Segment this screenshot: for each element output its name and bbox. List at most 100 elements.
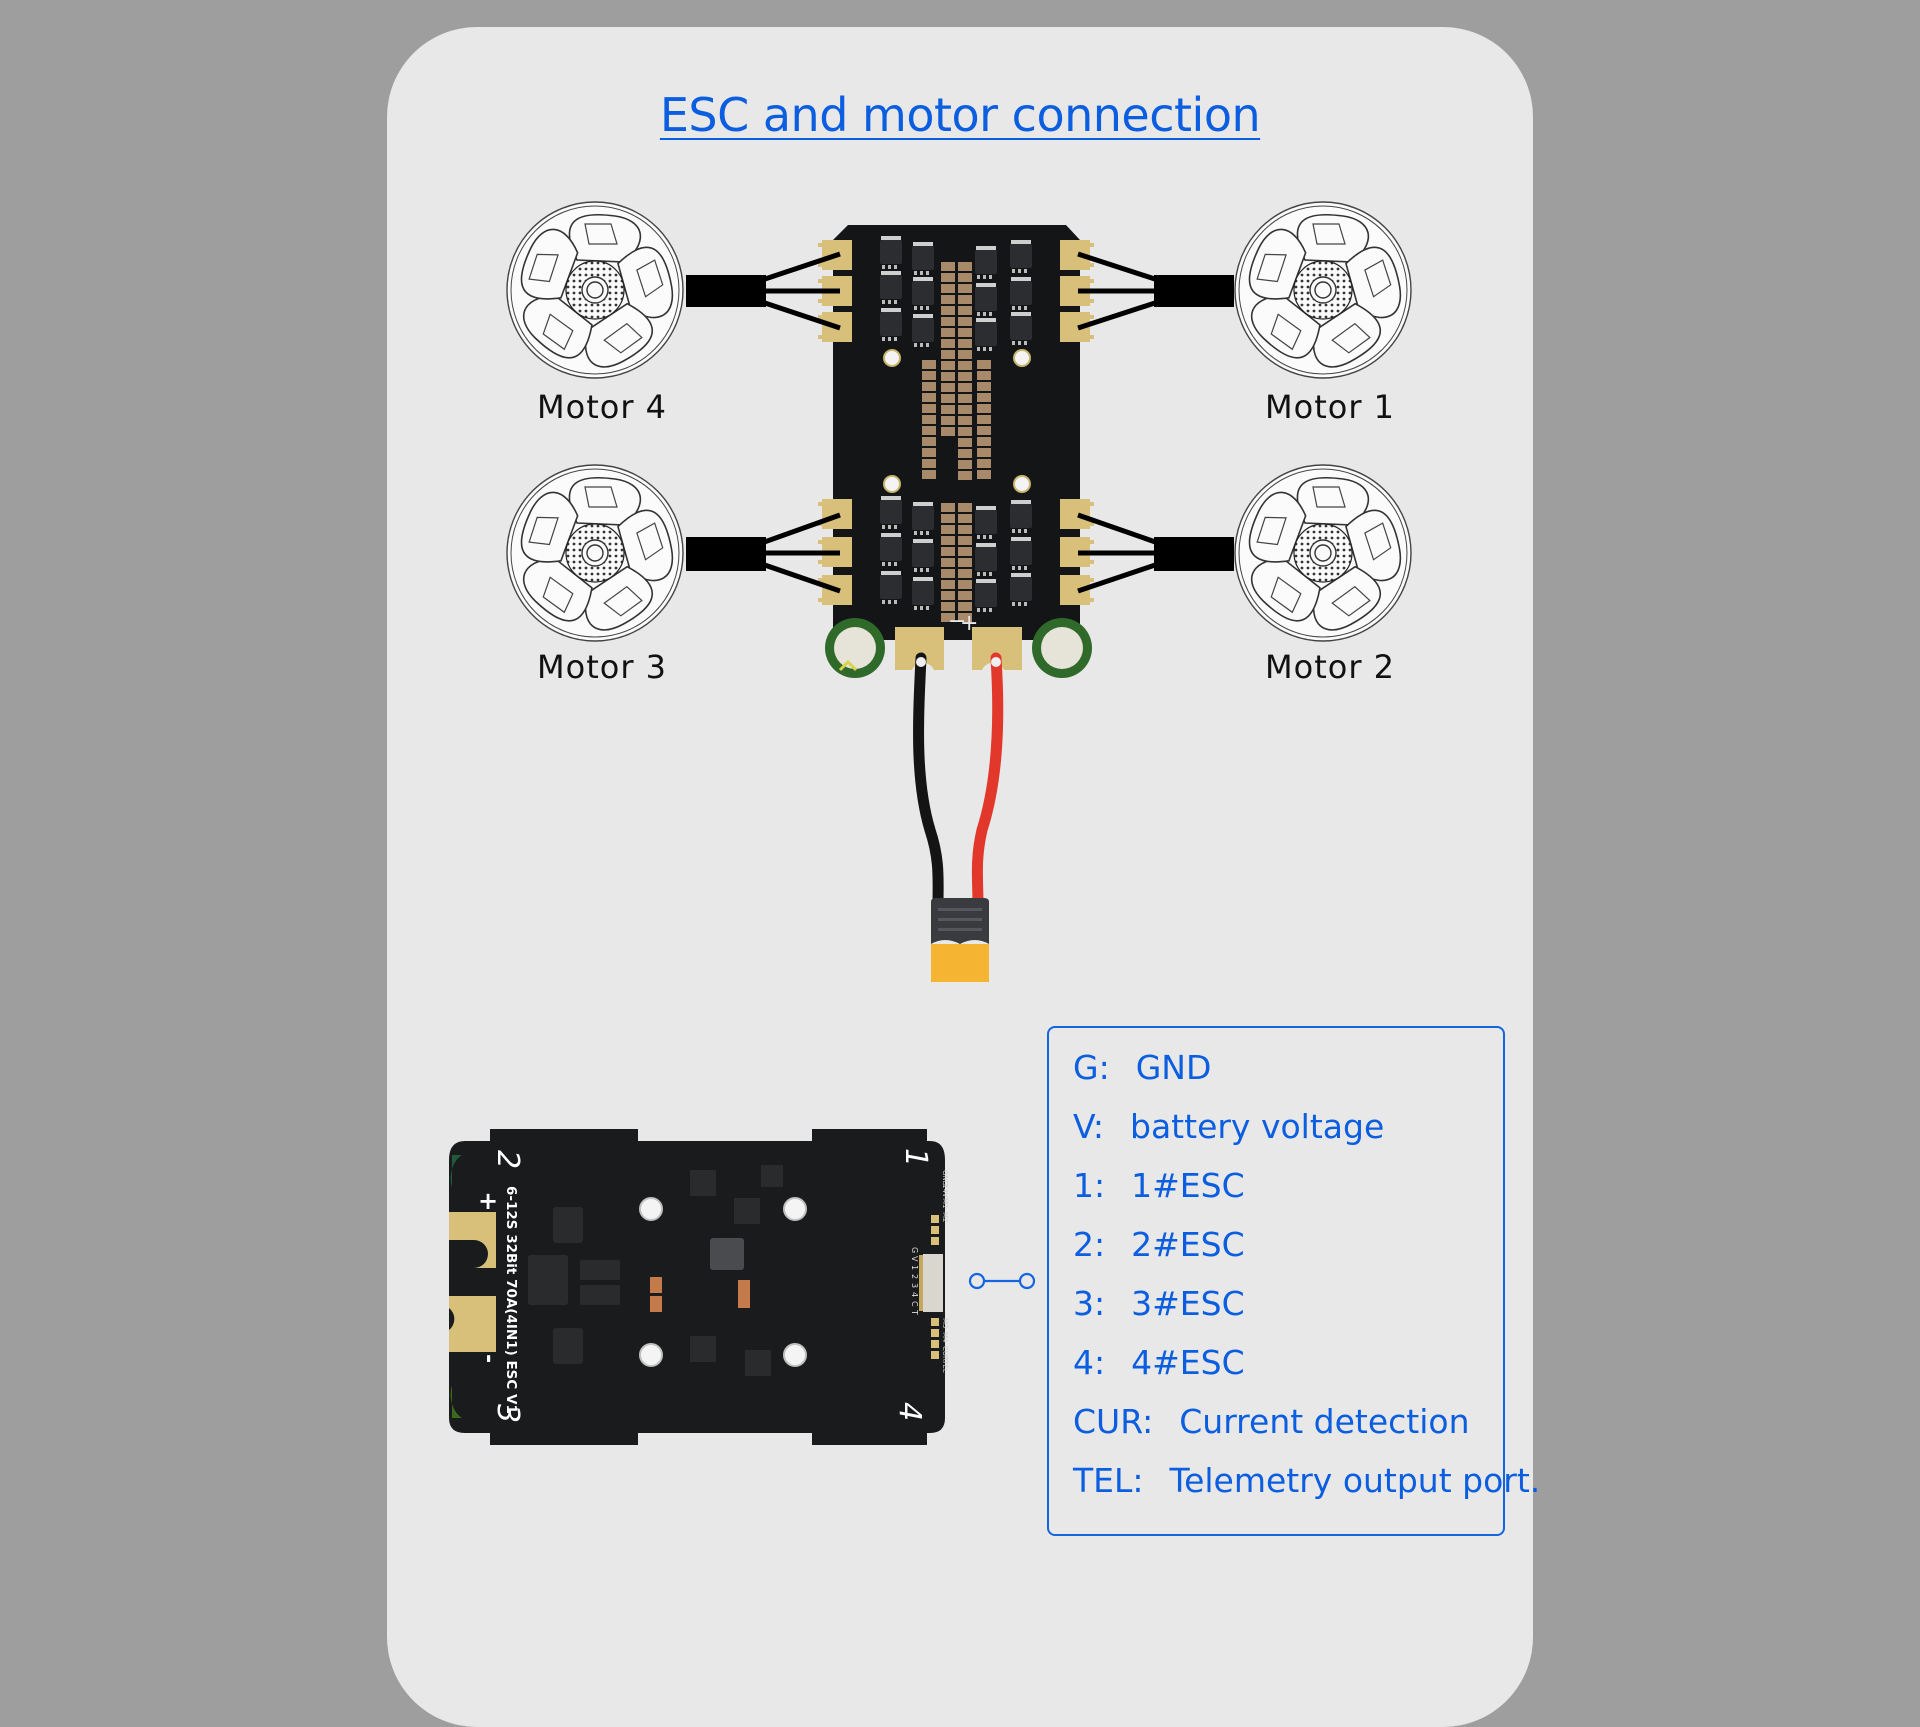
smd-capacitor [958, 602, 972, 611]
smd-capacitor [958, 306, 972, 315]
smd-capacitor [941, 602, 955, 611]
smd-capacitor [977, 404, 991, 413]
smd-capacitor [922, 448, 936, 457]
smd-capacitor [958, 471, 972, 480]
link-connector-icon [968, 1272, 1036, 1290]
corner-number-3: 3 [490, 1404, 525, 1423]
smd-capacitor [958, 405, 972, 414]
connector-pin-label: 3 [910, 1283, 919, 1288]
smd-capacitor [941, 262, 955, 271]
smd-capacitor [958, 569, 972, 578]
smd-capacitor [977, 426, 991, 435]
mounting-hole [1013, 349, 1031, 367]
connection-diagram: − + [449, 201, 1412, 1445]
connector-pin-label: 1 [910, 1265, 919, 1270]
motor-3-cable [686, 512, 841, 594]
smd-capacitor [958, 273, 972, 282]
smd-capacitor [958, 591, 972, 600]
esc-board-top-view: 1 2 3 4 6-12S 32Bit 70A(4IN1) ESC V1 + -… [449, 1129, 949, 1445]
smd-capacitor [941, 317, 955, 326]
xt60-connector-icon [931, 898, 989, 982]
legend-item: 2:2#ESC [1073, 1225, 1245, 1264]
corner-number-2: 2 [490, 1150, 525, 1169]
pad-label: GND [941, 1170, 949, 1186]
legend-item: 4:4#ESC [1073, 1343, 1245, 1382]
smd-capacitor [958, 394, 972, 403]
smd-capacitor [958, 525, 972, 534]
smd-capacitor [958, 438, 972, 447]
legend-item: TEL:Telemetry output port. [1073, 1461, 1541, 1500]
pad-label: TEL [941, 1359, 949, 1373]
smd-capacitor [941, 613, 955, 622]
smd-capacitor [941, 525, 955, 534]
pad-label: CUR [941, 1346, 949, 1361]
motor-3-label: Motor 3 [537, 648, 667, 686]
smd-capacitor [977, 393, 991, 402]
smd-capacitor [922, 360, 936, 369]
positive-power-pad [972, 627, 1022, 670]
smd-capacitor [958, 536, 972, 545]
connector-pin-label: T [910, 1309, 919, 1315]
smd-capacitor [941, 295, 955, 304]
esc-positive-pad [449, 1212, 496, 1268]
positive-label: + [960, 611, 978, 636]
smd-capacitor [977, 470, 991, 479]
negative-label: − [948, 609, 966, 634]
smd-capacitor [941, 350, 955, 359]
smd-capacitor [941, 339, 955, 348]
smd-capacitor [922, 426, 936, 435]
motor-2-cable [1077, 512, 1234, 594]
smd-capacitor [958, 328, 972, 337]
smd-capacitor [941, 273, 955, 282]
motor-4-cable [686, 251, 841, 331]
smd-capacitor [958, 460, 972, 469]
smd-capacitor [941, 306, 955, 315]
smd-capacitor [922, 459, 936, 468]
smd-capacitor [941, 514, 955, 523]
esc-positive-label: + [478, 1187, 498, 1215]
pin-legend-box: G:GND V:battery voltage 1:1#ESC 2:2#ESC … [1047, 1026, 1540, 1536]
smd-capacitor [922, 382, 936, 391]
smd-capacitor [922, 393, 936, 402]
smd-capacitor [941, 503, 955, 512]
smd-capacitor [922, 415, 936, 424]
smd-capacitor [958, 580, 972, 589]
smd-capacitor [977, 437, 991, 446]
smd-capacitor [977, 459, 991, 468]
esc-silkscreen-label: 6-12S 32Bit 70A(4IN1) ESC V1 [503, 1186, 519, 1414]
smd-capacitor [958, 350, 972, 359]
pad-label: M4 [941, 1332, 949, 1343]
mounting-hole [1013, 475, 1031, 493]
esc-signal-connector [923, 1254, 943, 1312]
page-title: ESC and motor connection [659, 88, 1261, 142]
smd-capacitor [958, 416, 972, 425]
smd-capacitor [922, 437, 936, 446]
motor-2-icon [1234, 464, 1412, 642]
pad-label: M2 [941, 1212, 949, 1223]
smd-capacitor [941, 372, 955, 381]
pad-label: M3 [941, 1318, 949, 1329]
smd-capacitor [977, 382, 991, 391]
corner-number-4: 4 [892, 1402, 927, 1421]
smd-capacitor [958, 339, 972, 348]
motor-4-label: Motor 4 [537, 388, 667, 426]
smd-capacitor [958, 284, 972, 293]
connector-pin-label: 4 [910, 1292, 919, 1297]
smd-capacitor [977, 415, 991, 424]
legend-item: V:battery voltage [1073, 1107, 1385, 1146]
motor-2-label: Motor 2 [1265, 648, 1395, 686]
smd-capacitor [958, 361, 972, 370]
connector-pin-label: 2 [910, 1274, 919, 1279]
legend-item: CUR:Current detection [1073, 1402, 1470, 1441]
smd-capacitor [941, 580, 955, 589]
motor-1-icon [1234, 201, 1412, 379]
capacitor-left [825, 618, 885, 678]
smd-capacitor [922, 404, 936, 413]
smd-capacitor [922, 371, 936, 380]
smd-capacitor [977, 448, 991, 457]
smd-capacitor [941, 558, 955, 567]
smd-capacitor [958, 547, 972, 556]
connector-pin-label: V [910, 1256, 919, 1262]
smd-capacitor [958, 503, 972, 512]
legend-item: 1:1#ESC [1073, 1166, 1245, 1205]
